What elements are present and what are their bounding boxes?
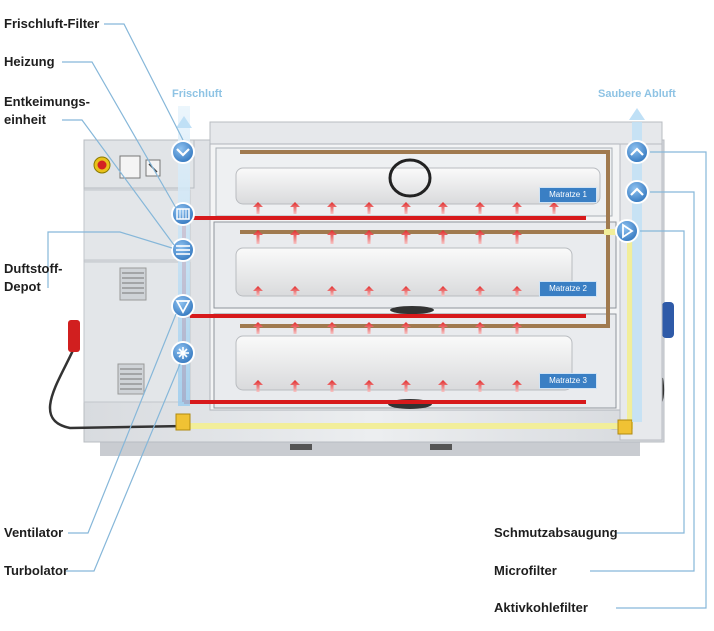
leader-microfilter xyxy=(590,191,695,572)
chevron-up-icon xyxy=(625,180,649,204)
label-aktivkohlefilter: Aktivkohlefilter xyxy=(494,600,588,615)
heat-arrow xyxy=(253,230,263,244)
leader-ventilator xyxy=(68,313,177,534)
mattress-1 xyxy=(235,167,601,205)
side-motor xyxy=(662,302,674,338)
leader-frischluft-filter xyxy=(104,23,184,141)
heat-arrow xyxy=(253,286,263,296)
leader-duftstoff xyxy=(47,231,173,288)
heat-arrow xyxy=(512,380,522,392)
label-duftstoff-line2: Depot xyxy=(4,279,41,294)
chevron-up-icon xyxy=(625,140,649,164)
heat-arrows xyxy=(253,202,559,392)
heat-arrow xyxy=(364,286,374,296)
heat-arrow xyxy=(438,286,448,296)
heat-arrow xyxy=(327,286,337,296)
machine-base xyxy=(100,440,640,456)
heat-arrow xyxy=(327,230,337,244)
chevron-down-icon xyxy=(171,140,195,164)
heat-arrow xyxy=(364,380,374,392)
mattress-label-3: Matratze 3 xyxy=(539,373,597,389)
duct-connector xyxy=(175,413,191,431)
heat-arrow xyxy=(327,322,337,334)
heat-arrow xyxy=(438,322,448,334)
heat-arrow xyxy=(290,380,300,392)
heat-arrow xyxy=(438,380,448,392)
tray-fan-opening xyxy=(390,306,434,314)
heat-arrow xyxy=(475,322,485,334)
control-display xyxy=(119,155,141,179)
heat-arrow xyxy=(401,380,411,392)
heat-arrow xyxy=(364,230,374,244)
leader-heizung xyxy=(62,61,177,209)
heat-arrow xyxy=(253,202,263,214)
heat-arrow xyxy=(364,322,374,334)
heat-arrow xyxy=(401,230,411,244)
heat-arrow xyxy=(253,322,263,334)
heat-arrow xyxy=(512,322,522,334)
heat-arrow xyxy=(438,230,448,244)
power-plug xyxy=(68,320,80,352)
exhaust-arrow xyxy=(629,108,645,120)
heat-arrow xyxy=(512,286,522,296)
heat-arrow xyxy=(290,322,300,334)
heat-arrow xyxy=(290,230,300,244)
label-turbolator: Turbolator xyxy=(4,563,69,578)
fresh-air-label: Frischluft xyxy=(172,88,223,100)
emergency-stop-core xyxy=(97,160,107,170)
heat-arrow xyxy=(401,322,411,334)
heat-arrow xyxy=(401,202,411,214)
label-frischluft-filter: Frischluft-Filter xyxy=(4,16,100,31)
power-cable xyxy=(48,347,187,430)
chamber-fan-opening xyxy=(388,158,432,198)
heat-arrow xyxy=(327,202,337,214)
mattress-label-2: Matratze 2 xyxy=(539,281,597,297)
heat-arrow xyxy=(253,380,263,392)
label-microfilter: Microfilter xyxy=(494,563,557,578)
heat-arrow xyxy=(512,230,522,244)
play-right-icon xyxy=(615,219,639,243)
label-duftstoff-line1: Duftstoff- xyxy=(4,261,63,276)
leader-lines xyxy=(47,23,707,609)
heater-icon xyxy=(171,202,195,226)
heat-arrow xyxy=(475,230,485,244)
label-schmutzabsaugung: Schmutzabsaugung xyxy=(494,525,618,540)
fresh-air-arrow xyxy=(176,116,192,128)
heat-arrow xyxy=(475,202,485,214)
heat-arrow xyxy=(364,202,374,214)
clean-exhaust-label: Saubere Abluft xyxy=(598,88,676,100)
machine-foot xyxy=(430,444,452,450)
heat-arrow xyxy=(438,202,448,214)
mattress-3 xyxy=(235,335,573,391)
exhaust-column xyxy=(632,122,642,422)
heat-arrow xyxy=(475,286,485,296)
label-entkeimung-line2: einheit xyxy=(4,112,46,127)
machine-top-rim xyxy=(209,121,663,145)
heat-arrow xyxy=(290,286,300,296)
duct-connector xyxy=(617,419,633,435)
mattress-2 xyxy=(235,247,573,297)
heat-arrow xyxy=(512,202,522,214)
heat-arrow xyxy=(475,380,485,392)
vent-grille xyxy=(119,267,147,301)
return-duct xyxy=(240,150,610,328)
label-heizung: Heizung xyxy=(4,54,55,69)
heat-arrow xyxy=(290,202,300,214)
uv-sterilizer-icon xyxy=(171,238,195,262)
turbolator-icon xyxy=(171,341,195,365)
heat-arrow xyxy=(549,202,559,214)
mattress-label-1: Matratze 1 xyxy=(539,187,597,203)
vent-grille xyxy=(117,363,145,395)
leader-aktivkohlefilter xyxy=(616,151,707,609)
fan-icon xyxy=(171,294,195,318)
heat-arrow xyxy=(327,380,337,392)
leader-entkeimung xyxy=(62,119,175,246)
heat-arrow xyxy=(401,286,411,296)
label-ventilator: Ventilator xyxy=(4,525,64,540)
machine-foot xyxy=(290,444,312,450)
leader-turbolator xyxy=(66,363,181,572)
label-entkeimung-line1: Entkeimungs- xyxy=(4,94,90,109)
leader-schmutzabsaugung xyxy=(616,230,685,534)
